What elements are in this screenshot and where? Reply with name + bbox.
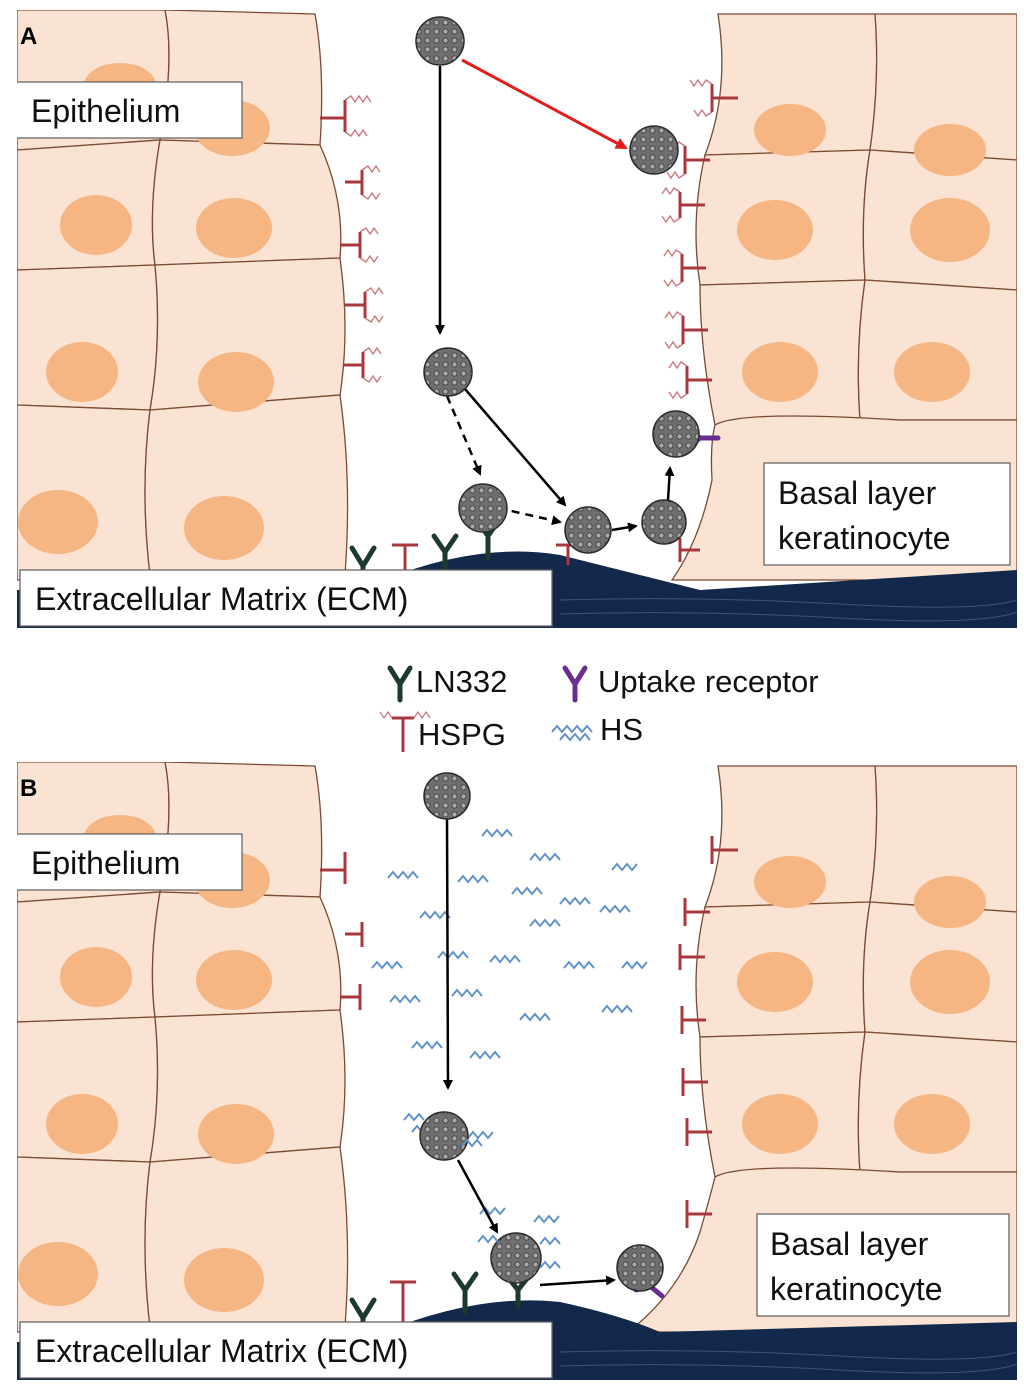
- arrow-right-b: [539, 1275, 616, 1287]
- hspg-legend-icon: [379, 710, 431, 752]
- hspg-right-a: [678, 84, 738, 562]
- virion-b: [419, 772, 664, 1292]
- basal-label-box-a: [763, 462, 1011, 566]
- arrow-dashed-1-a: [445, 395, 482, 476]
- ln332-legend-icon: [387, 665, 413, 703]
- ecm-fibers-b: [559, 1350, 1017, 1374]
- hs-bound-b: [403, 1112, 561, 1270]
- panel-letter-a: A: [20, 23, 37, 50]
- right-epithelium-b: [626, 765, 1017, 1333]
- hspg-left-a: [320, 100, 367, 378]
- basal-label-line2-a: keratinocyte: [778, 520, 951, 556]
- panel-b: B Epithelium Basal layer keratinocyte Ex…: [17, 762, 1017, 1380]
- legend: LN332 Uptake receptor HSPG HS: [379, 664, 819, 752]
- ecm-label-b: Extracellular Matrix (ECM): [35, 1333, 408, 1369]
- basal-label-box-b: [756, 1213, 1010, 1317]
- epithelium-label-box-a: [17, 81, 243, 139]
- ecm-label-box-a: [19, 569, 553, 627]
- ecm-label-a: Extracellular Matrix (ECM): [35, 581, 408, 617]
- panel-a: A Epithelium Basal layer keratinocyte Ex…: [17, 10, 1017, 628]
- hs-chains-b: [371, 828, 648, 1224]
- basal-label-line2-b: keratinocyte: [770, 1271, 943, 1307]
- hspg-right-b: [678, 836, 738, 1228]
- hs-legend-icon: [551, 724, 593, 742]
- right-nuclei-b: [737, 856, 990, 1154]
- arrow-up-a: [664, 466, 675, 501]
- panel-letter-b: B: [20, 775, 37, 802]
- right-nuclei: [737, 104, 990, 402]
- virion: [415, 16, 700, 554]
- arrow-diagonal-b: [456, 1159, 499, 1234]
- legend-hs: HS: [600, 712, 643, 747]
- basal-label-line1-a: Basal layer: [778, 475, 937, 511]
- arrow-down-b: [442, 817, 453, 1090]
- ecm-label-box-b: [19, 1321, 553, 1379]
- epithelium-label-a: Epithelium: [31, 93, 180, 129]
- hspg-chains-right-a: [661, 78, 713, 400]
- legend-ln332: LN332: [416, 664, 507, 699]
- hspg-chains-left-a: [344, 94, 384, 384]
- uptake-receptor-legend-icon: [562, 665, 588, 703]
- arrow-solid-a: [464, 388, 567, 507]
- legend-uptake-receptor: Uptake receptor: [598, 664, 819, 699]
- arrow-dashed-2-a: [497, 506, 562, 526]
- ecm-fibers: [559, 598, 1017, 622]
- arrow-red: [461, 58, 628, 150]
- hspg-ecm-b: [390, 1280, 416, 1328]
- basal-label-line1-b: Basal layer: [770, 1226, 929, 1262]
- legend-hspg: HSPG: [418, 717, 506, 752]
- epithelium-label-b: Epithelium: [31, 845, 180, 881]
- arrow-right-a: [611, 522, 638, 533]
- epithelium-label-box-b: [17, 833, 243, 891]
- left-nuclei-b: [18, 815, 274, 1312]
- hspg-left-b: [320, 852, 364, 1010]
